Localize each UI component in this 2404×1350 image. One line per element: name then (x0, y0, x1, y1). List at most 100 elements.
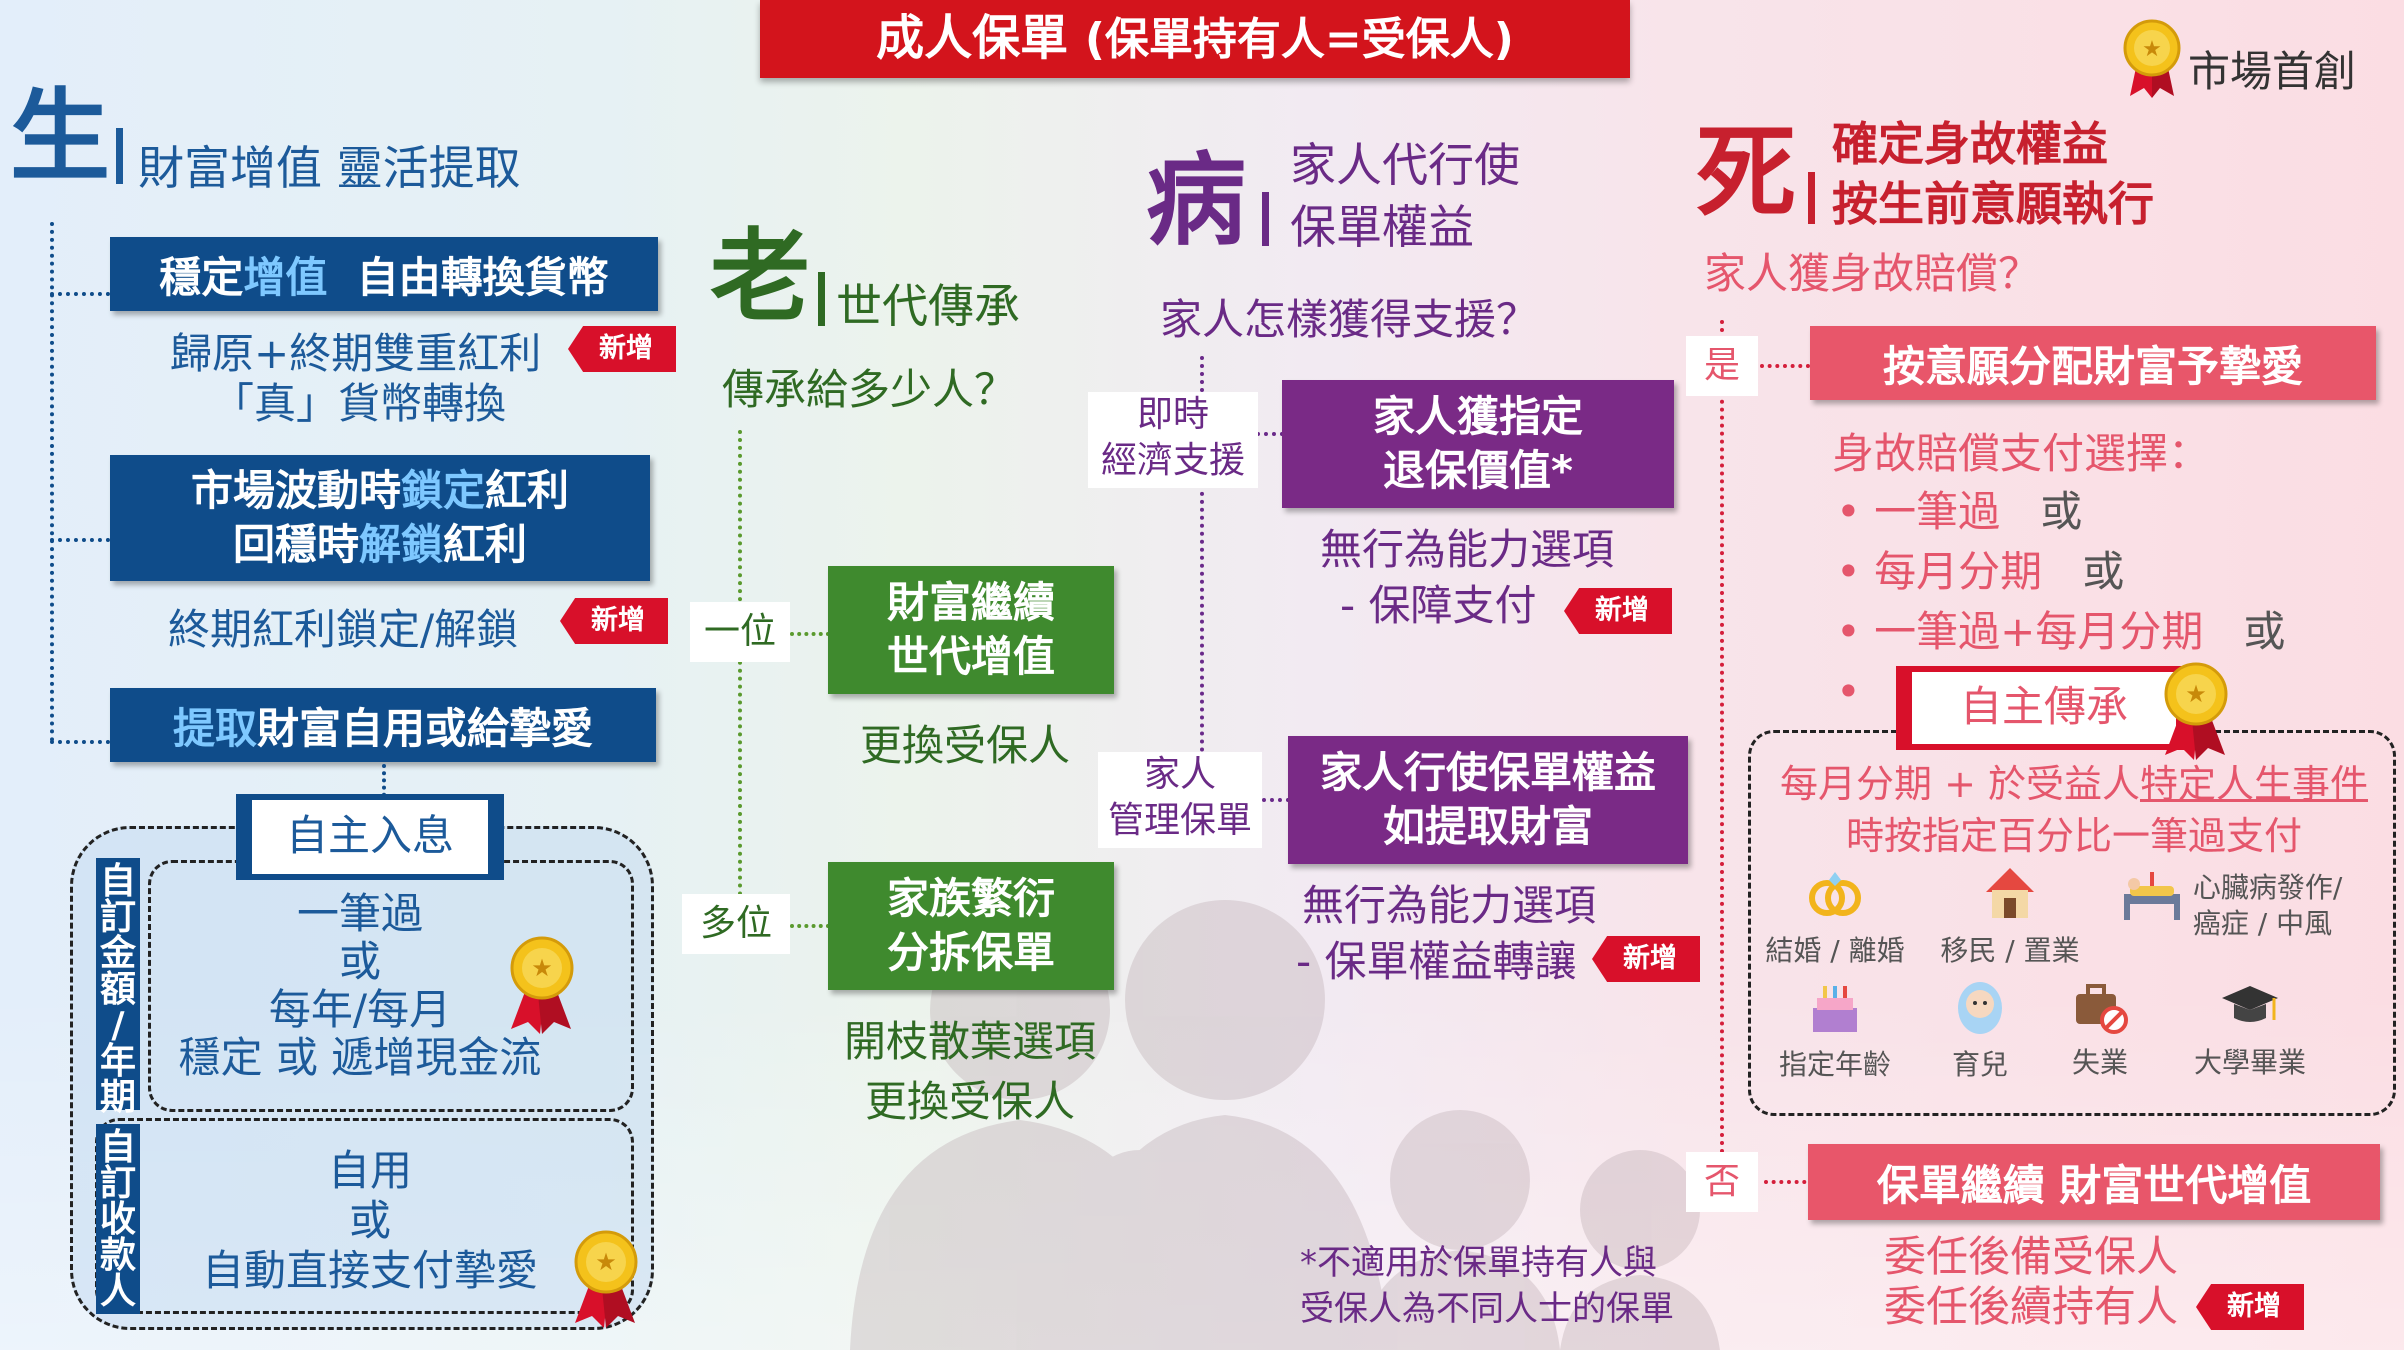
connector-line (1262, 798, 1290, 802)
note-line: 更換受保人 (865, 1077, 1076, 1126)
event-childcare: 育兒 (1920, 976, 2040, 1083)
inherit-description: 每月分期 + 於受益人特定人生事件 時按指定百分比一筆過支付 (1764, 758, 2384, 862)
immediate-support-tag: 即時 經濟支援 (1088, 392, 1258, 488)
payment-options: • 一筆過 或 • 每月分期 或 • 一筆過+每月分期 或 • (1836, 482, 2285, 722)
event-marriage: 結婚 / 離婚 (1760, 868, 1910, 969)
new-badge: 新增 (1592, 936, 1700, 982)
option-text: 一筆過 (1874, 487, 2001, 536)
box-highlight: 解鎖 (358, 520, 443, 569)
amount-options: 一筆過 或 每年/每月 穩定 或 遞增現金流 (150, 890, 570, 1082)
event-label: 癌症 / 中風 (2192, 907, 2333, 940)
option-or: 或 (2082, 547, 2125, 596)
medal-icon: ★ (2164, 662, 2228, 760)
side-char: 額 (99, 969, 136, 1010)
si-question: 家人獲身故賠償？ (1704, 249, 2041, 298)
payment-option: • (1836, 667, 1861, 716)
page-title: 成人保單 (保單持有人=受保人) (760, 0, 1630, 78)
lao-heading: 世代傳承 (836, 279, 1020, 333)
event-label: 結婚 / 離婚 (1765, 934, 1905, 967)
wealth-continue-box: 財富繼續 世代增值 (828, 566, 1114, 694)
note-line: 委任後續持有人 (1884, 1282, 2179, 1331)
box-text: 紅利 (443, 520, 528, 569)
payee-line: 自用 (327, 1146, 412, 1195)
event-immigration: 移民 / 置業 (1930, 862, 2090, 969)
bing-heading: 家人代行使 保單權益 (1290, 134, 1520, 258)
briefcase-icon (2076, 984, 2128, 1034)
new-badge: 新增 (560, 598, 668, 644)
connector-line (1720, 320, 1724, 1170)
box-highlight: 鎖定 (400, 466, 485, 515)
amount-line: 一筆過 (296, 889, 423, 938)
family-silhouette-image (850, 900, 1720, 1350)
side-char: 自 (99, 1127, 136, 1168)
custom-payee-tab: 自 訂 收 款 人 (96, 1124, 140, 1314)
box-text: 家族繁衍 (886, 874, 1055, 923)
event-illness: 心臟病發作/ 癌症 / 中風 (2120, 870, 2380, 942)
side-char: 年 (99, 1041, 136, 1082)
heading-line: 按生前意願執行 (1832, 177, 2154, 231)
sheng-heading: 財富增值 靈活提取 (138, 141, 521, 195)
payee-line: 或 (348, 1196, 391, 1245)
heading-line: 確定身故權益 (1832, 117, 2108, 171)
title-sub: (保單持有人=受保人) (1084, 14, 1514, 65)
auto-inherit-banner: 自主傳承 (1896, 666, 2192, 750)
footnote-line: 受保人為不同人士的保單 (1300, 1289, 1674, 1329)
lao-question: 傳承給多少人？ (722, 365, 1017, 414)
connector-line (50, 538, 110, 542)
custom-amount-tab: 自 訂 金 額 / 年 期 (96, 858, 140, 1116)
payment-option: • 一筆過+每月分期 或 (1836, 607, 2286, 656)
connector-line (50, 740, 110, 744)
box-highlight: 增值 (243, 252, 328, 302)
event-age: 指定年齡 (1760, 980, 1910, 1083)
sheng-char: 生 (10, 78, 110, 195)
connector-line (790, 924, 830, 928)
side-char: 收 (99, 1199, 136, 1240)
connector-line (1764, 1180, 1814, 1184)
new-badge: 新增 (568, 326, 676, 372)
divider (1808, 172, 1815, 224)
side-char: 訂 (99, 897, 136, 938)
si-char: 死 (1696, 114, 1796, 231)
connector-line (1200, 356, 1204, 776)
svg-text:★: ★ (2142, 37, 2162, 62)
medal-icon: ★ (2123, 19, 2181, 98)
multi-person-tag: 多位 (682, 894, 790, 954)
autonomous-income-panel (70, 826, 654, 1330)
bing-question: 家人怎樣獲得支援？ (1160, 295, 1539, 344)
desc-text: 每月分期 + 於受益人 (1779, 762, 2140, 806)
side-char: 人 (99, 1271, 136, 1312)
yes-tag: 是 (1686, 336, 1758, 396)
note-line: 開枝散葉選項 (844, 1017, 1097, 1066)
no-tag: 否 (1686, 1152, 1758, 1212)
connector-line (50, 292, 110, 296)
lao-char: 老 (710, 218, 810, 335)
box-text: 穩定 (159, 252, 244, 302)
policy-split-box: 家族繁衍 分拆保單 (828, 862, 1114, 990)
si-heading: 確定身故權益 按生前意願執行 (1832, 114, 2154, 234)
medal-icon: ★ (510, 936, 574, 1034)
stable-growth-box: 穩定增值 自由轉換貨幣 (110, 237, 658, 311)
svg-text:★: ★ (2185, 680, 2207, 708)
connector-line (50, 222, 54, 742)
option-or: 或 (2243, 607, 2286, 656)
event-label: 大學畢業 (2193, 1046, 2306, 1079)
side-char: 期 (99, 1077, 136, 1118)
connector-line (1256, 432, 1284, 436)
heading-line: 保單權益 (1290, 200, 1474, 254)
tag-line: 經濟支援 (1100, 440, 1245, 481)
divider (116, 128, 123, 184)
incapacity-note-2: 無行為能力選項 - 保單權益轉讓 (1296, 878, 1596, 990)
option-text: 每月分期 (1874, 547, 2043, 596)
side-char: 訂 (99, 1163, 136, 1204)
note-line: 無行為能力選項 (1320, 525, 1615, 574)
exercise-rights-box: 家人行使保單權益 如提取財富 (1288, 736, 1688, 864)
title-main: 成人保單 (876, 10, 1069, 66)
note-line: - 保單權益轉讓 (1296, 937, 1577, 986)
lock-unlock-note: 終期紅利鎖定/解鎖 (168, 605, 519, 654)
split-notes: 開枝散葉選項 更換受保人 (844, 1012, 1096, 1132)
connector-line (738, 430, 742, 920)
baby-icon (1958, 982, 2002, 1034)
box-text: 退保價值* (1383, 446, 1573, 495)
box-text: 按意願分配財富予摯愛 (1882, 341, 2303, 391)
payment-option: • 一筆過 或 (1836, 487, 2083, 536)
